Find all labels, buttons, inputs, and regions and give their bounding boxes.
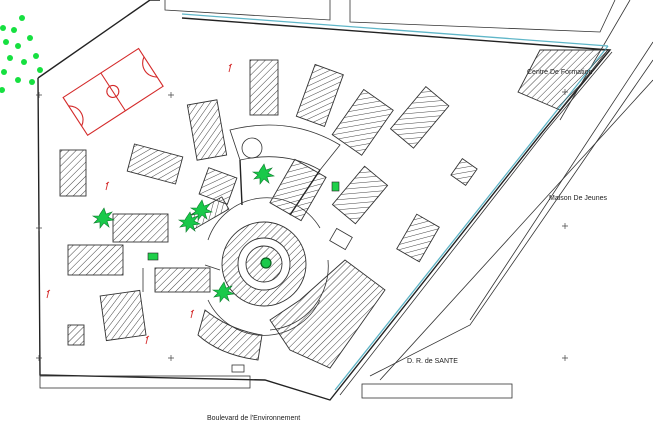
boundary-water-edge [181, 13, 609, 47]
centre-de-formation-label: Centre De Formation [527, 69, 592, 76]
maison-de-jeunes-label: Maison De Jeunes [549, 195, 607, 202]
palm-tree-icon [189, 199, 213, 221]
dr-sante-label: D. R. de SANTE [407, 358, 458, 365]
boulevard-label: Boulevard de l'Environnement [207, 415, 300, 422]
palm-trees [91, 163, 275, 303]
palm-tree-icon [251, 163, 275, 185]
site-boundary [37, 0, 613, 401]
palm-tree-icon [177, 211, 201, 233]
bottom-roads [39, 59, 653, 399]
buildings [59, 59, 478, 369]
basketball-court [62, 47, 164, 137]
palm-tree-icon [91, 207, 115, 229]
tree-dots-cluster [0, 15, 43, 93]
palm-tree-icon [211, 281, 235, 303]
survey-crosses [36, 89, 568, 361]
centre-de-formation-building [517, 49, 609, 111]
small-features [142, 181, 353, 373]
light-poles [46, 63, 233, 345]
